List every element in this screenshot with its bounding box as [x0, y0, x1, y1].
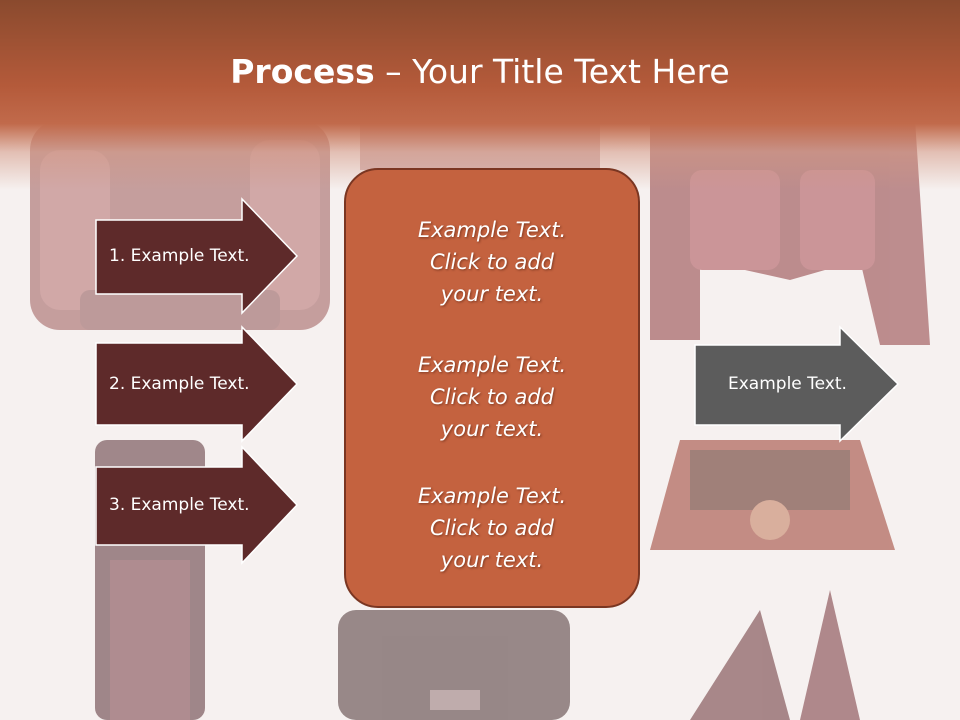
title-bold: Process	[230, 52, 375, 91]
center-block-1-line-2: Click to add	[429, 250, 554, 274]
bag-image	[338, 610, 570, 720]
center-block-1-line-1: Example Text.	[417, 218, 567, 242]
handbag-image	[650, 440, 895, 550]
header-band	[0, 0, 960, 190]
slide-title: Process – Your Title Text Here	[0, 52, 960, 91]
step-label-3: 3. Example Text.	[109, 495, 250, 515]
step-arrow-3: 3. Example Text.	[95, 445, 299, 565]
arrow-shape	[95, 325, 299, 443]
center-block-3-line-3: your text.	[440, 548, 544, 572]
arrow-shape	[95, 445, 299, 565]
step-arrow-1: 1. Example Text.	[95, 197, 299, 315]
output-label: Example Text.	[728, 374, 847, 394]
shoes-image	[690, 590, 860, 720]
output-arrow: Example Text.	[694, 325, 900, 443]
center-text-box[interactable]: Example Text. Click to add your text. Ex…	[344, 168, 640, 608]
center-block-3-line-2: Click to add	[429, 516, 554, 540]
title-rest: – Your Title Text Here	[374, 52, 730, 91]
arrow-shape	[694, 325, 900, 443]
step-label-1: 1. Example Text.	[109, 246, 250, 266]
step-arrow-2: 2. Example Text.	[95, 325, 299, 443]
center-block-2-line-1: Example Text.	[417, 353, 567, 377]
step-label-2: 2. Example Text.	[109, 374, 250, 394]
arrow-shape	[95, 197, 299, 315]
center-block-1: Example Text. Click to add your text.	[346, 214, 638, 310]
center-block-2-line-3: your text.	[440, 417, 544, 441]
center-block-1-line-3: your text.	[440, 282, 544, 306]
center-block-3-line-1: Example Text.	[417, 484, 567, 508]
center-block-3: Example Text. Click to add your text.	[346, 480, 638, 576]
center-block-2: Example Text. Click to add your text.	[346, 349, 638, 445]
center-block-2-line-2: Click to add	[429, 385, 554, 409]
